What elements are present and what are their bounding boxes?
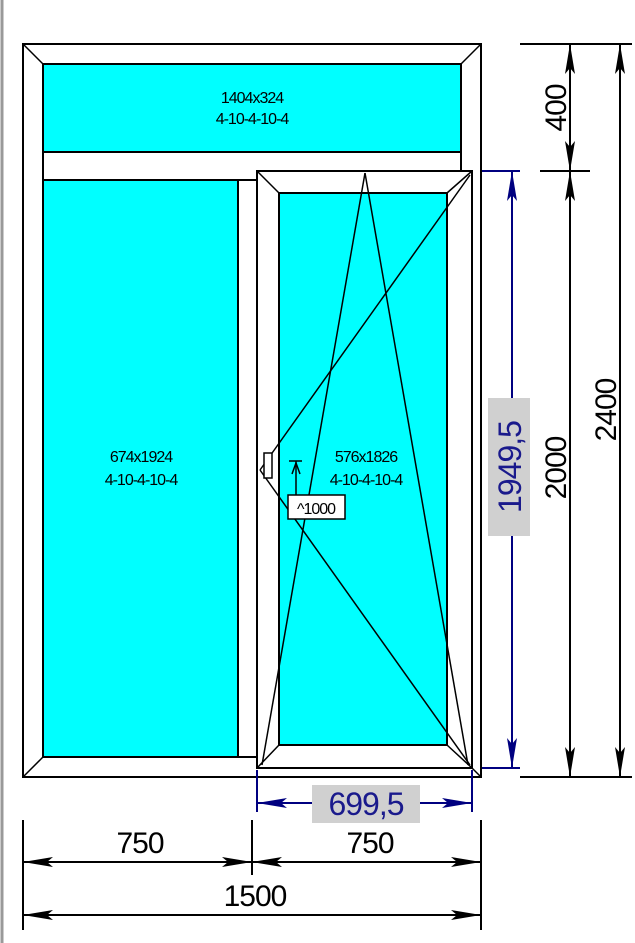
- sash-width-bg: [312, 785, 420, 823]
- vertical-mullion: [237, 179, 258, 758]
- sash-glass-size: 576x1826: [335, 449, 398, 466]
- dim-left-width: 750: [116, 827, 163, 860]
- sash-height-bg: [488, 398, 530, 536]
- dim-right-width: 750: [346, 827, 393, 860]
- handle-icon: [263, 452, 273, 479]
- dim-total-height: 2400: [590, 378, 623, 441]
- transom-glass-formula: 4-10-4-10-4: [216, 111, 290, 128]
- dim-lower-height: 2000: [540, 436, 573, 499]
- sash-glass-formula: 4-10-4-10-4: [330, 472, 404, 489]
- opening-sash: [256, 170, 473, 769]
- dim-total-width: 1500: [224, 880, 287, 913]
- dim-sash-height: 1949,5: [492, 421, 528, 513]
- left-glass-size: 674x1924: [110, 449, 173, 466]
- handle-height-marker: [287, 460, 346, 520]
- left-glass-formula: 4-10-4-10-4: [105, 472, 179, 489]
- handle-height-label: ^1000: [297, 501, 336, 518]
- transom-glass: [42, 63, 462, 153]
- bottom-dimension-lines: [22, 770, 482, 930]
- transom-glass-size: 1404x324: [221, 90, 284, 107]
- dim-sash-width: 699,5: [328, 786, 403, 822]
- dim-transom-height: 400: [540, 84, 573, 131]
- left-glass: [42, 179, 239, 758]
